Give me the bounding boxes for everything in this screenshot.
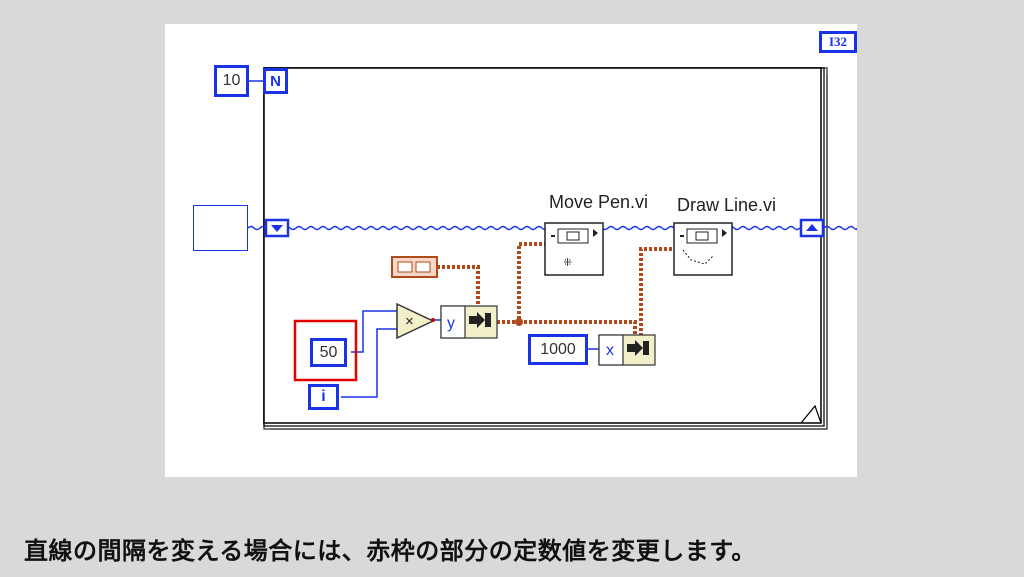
svg-text:⁜: ⁜ (563, 257, 572, 269)
move-pen-label: Move Pen.vi (549, 192, 649, 212)
bundle-y-label: y (447, 315, 455, 332)
spacing-constant[interactable]: 50 (310, 338, 347, 367)
multiply-symbol: × (405, 313, 414, 330)
caption-text: 直線の間隔を変える場合には、赤枠の部分の定数値を変更します。 (24, 537, 756, 565)
pen-attributes-cluster-constant[interactable] (391, 256, 438, 278)
move-pen-subvi[interactable]: ⁜ (544, 222, 604, 276)
draw-line-subvi[interactable] (673, 222, 733, 276)
right-picture-tunnel[interactable] (799, 218, 825, 238)
bundle-y-node[interactable] (440, 305, 498, 339)
wire-junction (515, 318, 523, 326)
block-diagram-canvas: × y x ⁜ (165, 24, 857, 477)
cluster-wires[interactable] (437, 242, 674, 336)
bundle-x-label: x (606, 342, 614, 359)
loop-count-terminal[interactable]: N (263, 68, 288, 94)
type-badge: I32 (819, 31, 857, 53)
left-picture-tunnel[interactable] (264, 218, 290, 238)
numeric-wires[interactable] (247, 80, 599, 398)
highlight-box (293, 319, 358, 382)
loop-count-constant[interactable]: 10 (214, 65, 249, 97)
bundle-x-node[interactable] (598, 334, 656, 366)
draw-line-label: Draw Line.vi (677, 195, 777, 215)
multiply-node[interactable] (396, 302, 435, 340)
scale-constant[interactable]: 1000 (528, 334, 588, 365)
iteration-terminal[interactable]: i (308, 384, 339, 410)
picture-control-terminal[interactable] (193, 205, 248, 251)
